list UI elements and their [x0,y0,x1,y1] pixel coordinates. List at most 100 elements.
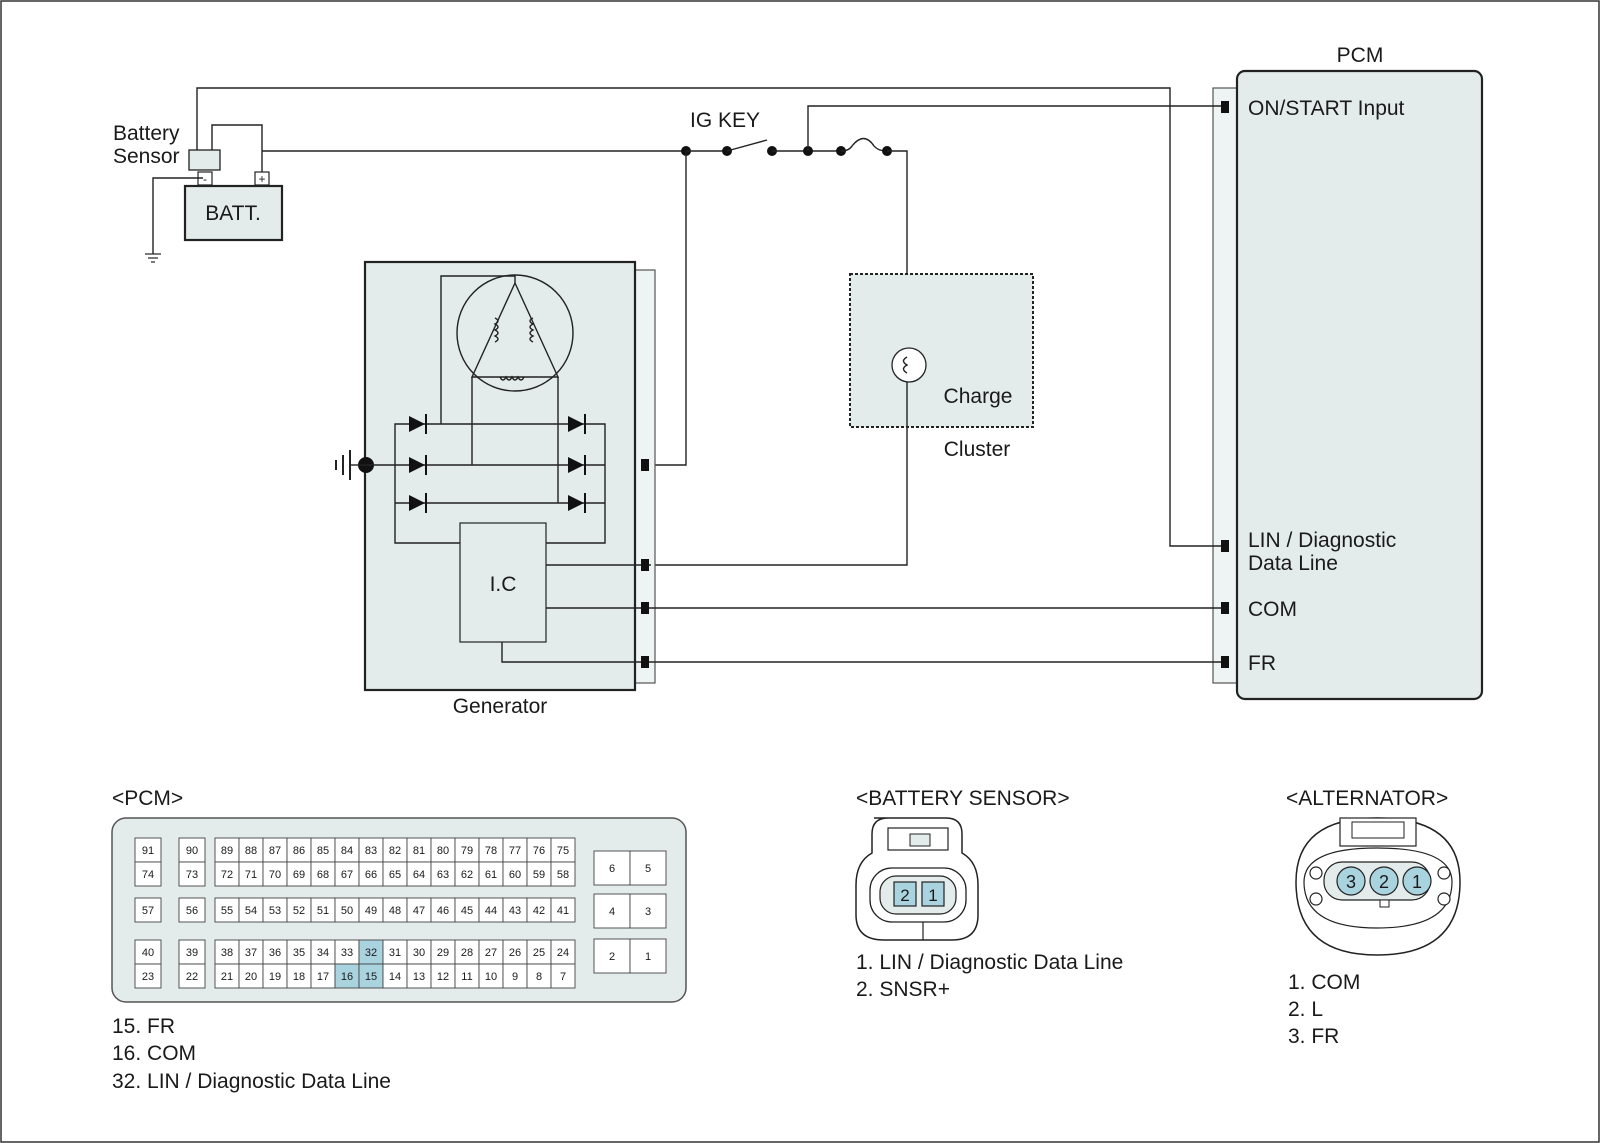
generator-pin-com [641,602,649,614]
pcm-pin-24-cell [550,939,576,965]
fuse-icon [840,137,888,152]
pcm-pin-8: 8 [536,971,542,983]
battery-sensor-label-2: Sensor [113,145,180,168]
pcm-pin-28: 28 [461,947,473,959]
pcm-pin-25: 25 [533,947,545,959]
pcm-pin-44-cell [478,897,504,923]
pcm-pin-68-cell [310,861,336,887]
pcm-pin-72: 72 [221,869,233,881]
pcm-com-label: COM [1248,598,1297,621]
pcm-pin-90: 90 [186,845,198,857]
pcm-pin-44: 44 [485,905,497,917]
pcm-pin-66-cell [358,861,384,887]
pcm-pin-2: 2 [609,951,615,963]
pcm-pin-33-cell [334,939,360,965]
pcm-pin-69: 69 [293,869,305,881]
pcm-pin-52: 52 [293,905,305,917]
pcm-pin-78-cell [478,837,504,863]
pcm-note-2: 16. COM [112,1042,196,1065]
ig-key-label: IG KEY [690,109,760,132]
pcm-pin-28-cell [454,939,480,965]
pcm-pin-35-cell [286,939,312,965]
pcm-pin-47: 47 [413,905,425,917]
pcm-pin-10: 10 [485,971,497,983]
rectifier-diodes-right [568,414,586,513]
pcm-pin-20-cell [238,963,264,989]
pcm-pin-18: 18 [293,971,305,983]
pcm-pin-7-cell [550,963,576,989]
rectifier-diodes-left [409,414,427,513]
pcm-pin-56: 56 [186,905,198,917]
pcm-pin-3: 3 [645,906,651,918]
pcm-pin-51-cell [310,897,336,923]
pcm-pin-1-cell [629,938,667,974]
pcm-pin-80-cell [430,837,456,863]
pcm-pin-78: 78 [485,845,497,857]
battery-sensor-pin-2: 2 [900,886,909,905]
pcm-note-1: 15. FR [112,1015,175,1038]
pcm-pin-91: 91 [142,845,154,857]
pcm-pin-60-cell [502,861,528,887]
pcm-pin-24: 24 [557,947,569,959]
pcm-pin-23-cell [134,963,162,989]
alternator-connector-body [1295,817,1461,956]
pcm-pin-82-cell [382,837,408,863]
pcm-pin-31: 31 [389,947,401,959]
pcm-pin-67: 67 [341,869,353,881]
pcm-pin-65: 65 [389,869,401,881]
pcm-pin-lin [1221,540,1229,552]
pcm-pin-48: 48 [389,905,401,917]
pcm-pin-87-cell [262,837,288,863]
pcm-pin-53-cell [262,897,288,923]
pcm-pin-33: 33 [341,947,353,959]
generator-pin-fr [641,656,649,668]
pcm-pin-37: 37 [245,947,257,959]
pcm-pin-17: 17 [317,971,329,983]
pcm-pin-6: 6 [609,863,615,875]
cluster-box [849,273,1034,428]
pcm-pin-com [1221,602,1229,614]
pcm-pin-46: 46 [437,905,449,917]
fr-wire [501,642,1221,663]
pcm-pin-52-cell [286,897,312,923]
battery-label: BATT. [205,202,261,225]
pcm-pin-32: 32 [365,947,377,959]
stator-icon [456,274,574,392]
stator-lead-1 [440,275,516,424]
pcm-pin-32-cell [358,939,384,965]
battery-minus-sign: - [203,172,207,186]
pcm-pin-18-cell [286,963,312,989]
alternator-note-1: 1. COM [1288,971,1360,994]
pcm-on-start-label: ON/START Input [1248,97,1405,120]
pcm-pin-42-cell [526,897,552,923]
pcm-pin-14-cell [382,963,408,989]
pcm-pin-2-cell [593,938,631,974]
pcm-pin-65-cell [382,861,408,887]
pcm-pin-80: 80 [437,845,449,857]
pcm-pin-15-cell [358,963,384,989]
pcm-connector-title: <PCM> [112,787,183,810]
generator-ground-icon [335,450,366,480]
pcm-pin-20: 20 [245,971,257,983]
pcm-pin-13-cell [406,963,432,989]
pcm-pin-21: 21 [221,971,233,983]
pcm-pin-85: 85 [317,845,329,857]
pcm-pin-21-cell [214,963,240,989]
pcm-pin-73: 73 [186,869,198,881]
pcm-pin-31-cell [382,939,408,965]
pcm-pin-14: 14 [389,971,401,983]
alternator-pin-2: 2 [1379,872,1389,892]
pcm-pin-29: 29 [437,947,449,959]
pcm-pin-62: 62 [461,869,473,881]
pcm-pin-5: 5 [645,863,651,875]
charge-lamp-icon [891,347,927,383]
pcm-pin-71-cell [238,861,264,887]
pcm-pin-12: 12 [437,971,449,983]
ic-box [459,522,547,643]
pcm-pin-71: 71 [245,869,257,881]
pcm-lin-label-1: LIN / Diagnostic [1248,529,1396,552]
pcm-pin-22: 22 [186,971,198,983]
